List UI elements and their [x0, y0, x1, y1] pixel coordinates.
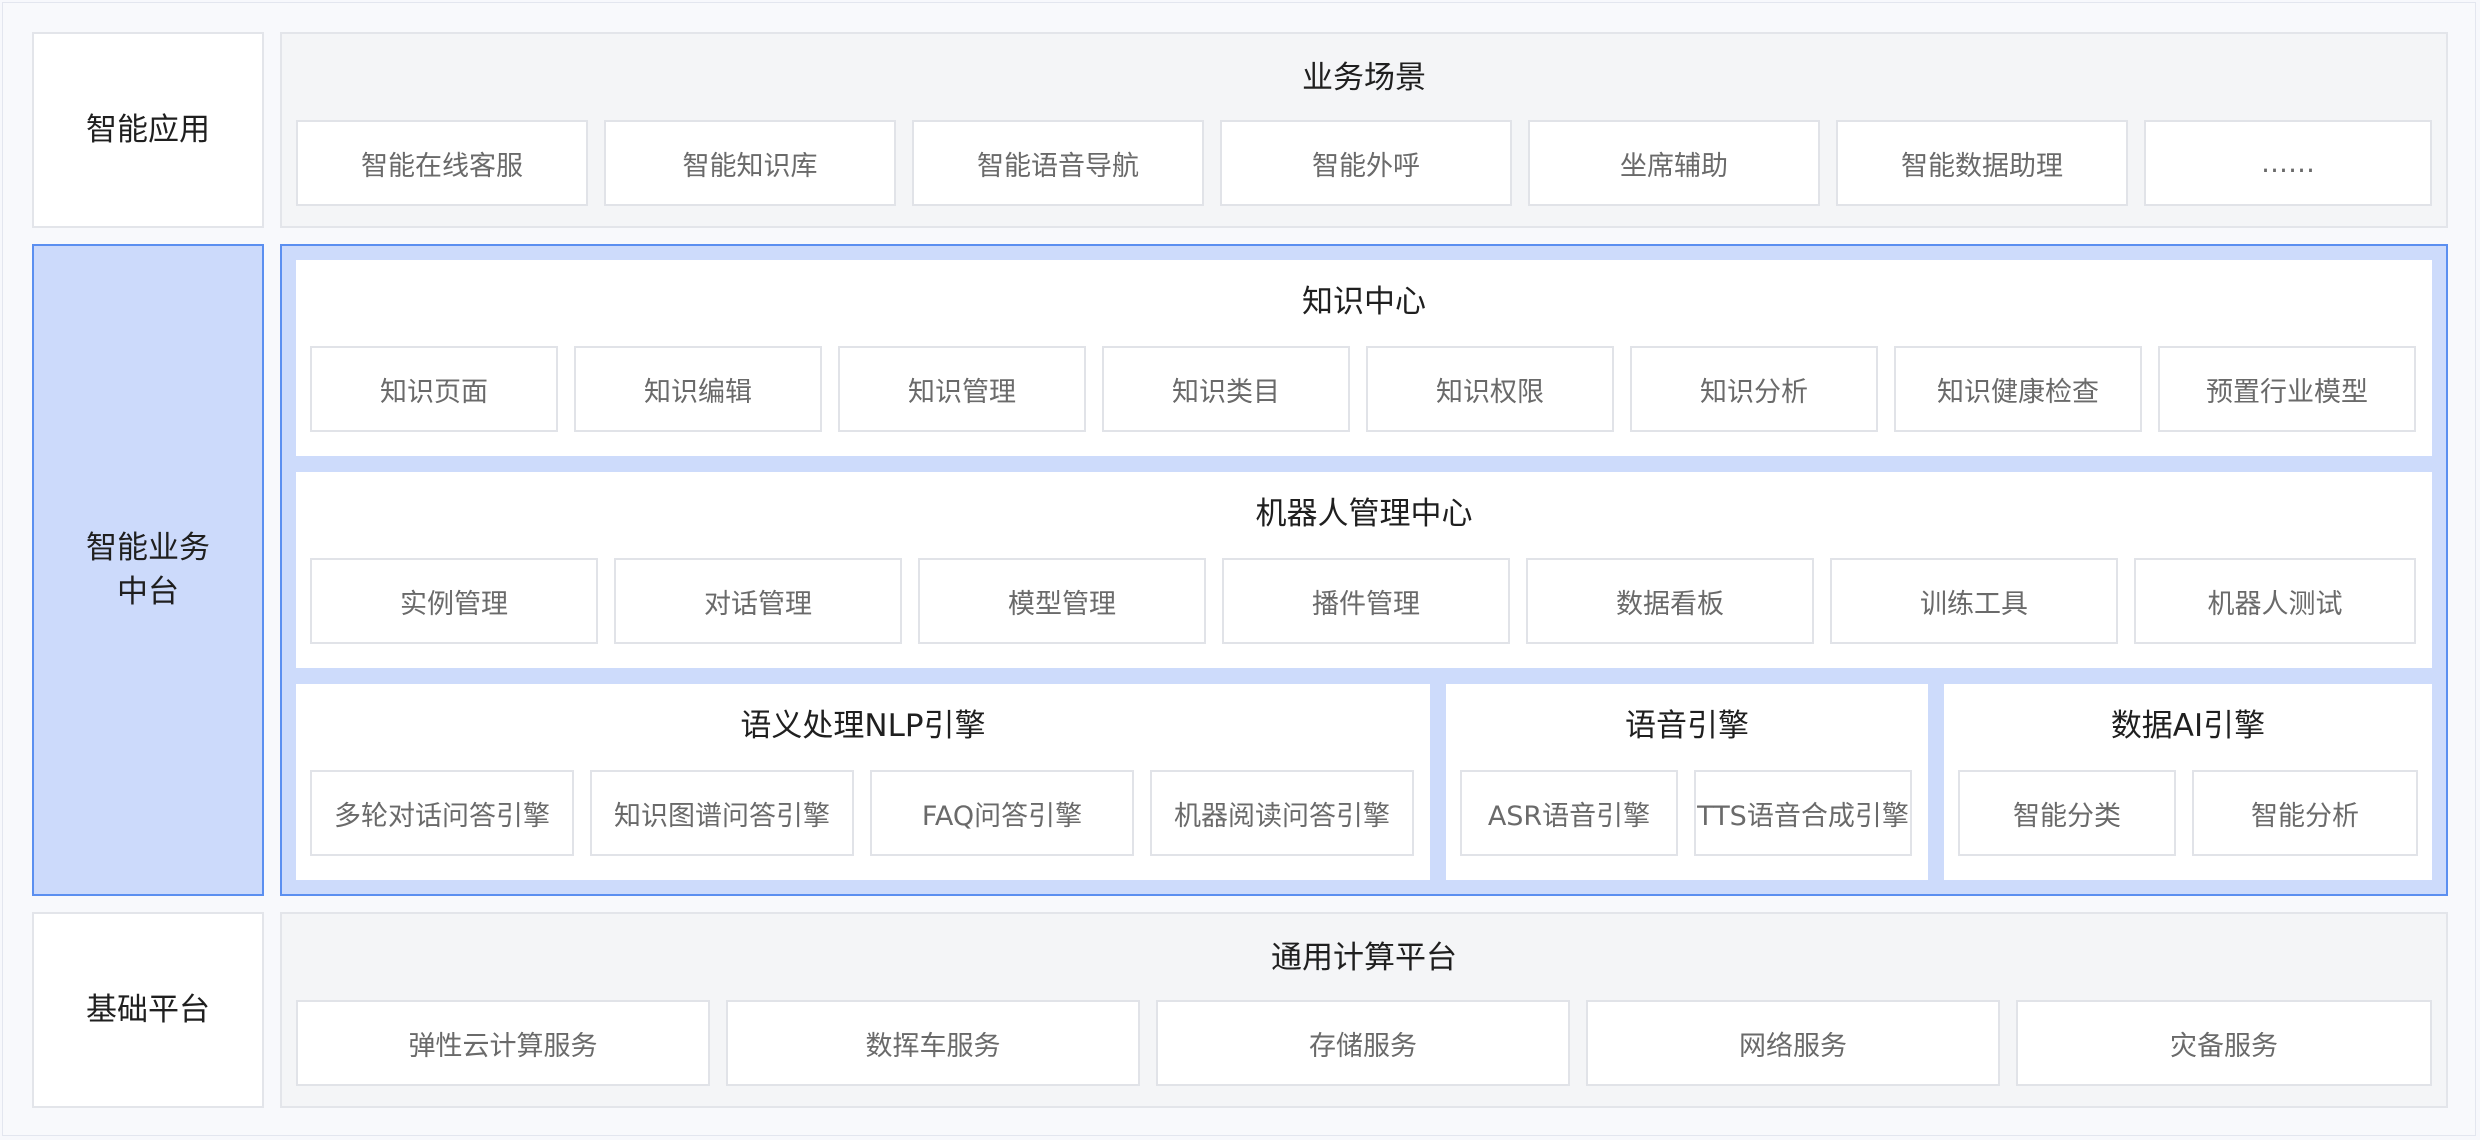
app-item: 智能知识库	[604, 120, 896, 206]
layer-label-middle: 智能业务 中台	[32, 244, 264, 896]
app-item: 坐席辅助	[1528, 120, 1820, 206]
robot-item: 模型管理	[918, 558, 1206, 644]
data-ai-engine-panel: 数据AI引擎 智能分类 智能分析	[1944, 684, 2432, 880]
app-title: 业务场景	[1302, 60, 1426, 96]
base-title: 通用计算平台	[1271, 940, 1457, 976]
robot-item: 播件管理	[1222, 558, 1510, 644]
knowledge-item: 知识健康检查	[1894, 346, 2142, 432]
robot-title: 机器人管理中心	[1255, 496, 1473, 532]
knowledge-center-panel: 知识中心 知识页面 知识编辑 知识管理 知识类目 知识权限 知识分析 知识健康检…	[296, 260, 2432, 456]
robot-item: 实例管理	[310, 558, 598, 644]
knowledge-item: 知识管理	[838, 346, 1086, 432]
voice-engine-panel: 语音引擎 ASR语音引擎 TTS语音合成引擎	[1446, 684, 1928, 880]
app-item: 智能语音导航	[912, 120, 1204, 206]
knowledge-item: 知识编辑	[574, 346, 822, 432]
data-ai-item: 智能分类	[1958, 770, 2176, 856]
nlp-item: 多轮对话问答引擎	[310, 770, 574, 856]
voice-title: 语音引擎	[1625, 708, 1749, 744]
knowledge-item: 知识分析	[1630, 346, 1878, 432]
nlp-item: FAQ问答引擎	[870, 770, 1134, 856]
nlp-item: 知识图谱问答引擎	[590, 770, 854, 856]
knowledge-title: 知识中心	[1302, 284, 1426, 320]
layer-label-app: 智能应用	[32, 32, 264, 228]
nlp-title: 语义处理NLP引擎	[740, 708, 986, 744]
app-panel: 业务场景 智能在线客服 智能知识库 智能语音导航 智能外呼 坐席辅助 智能数据助…	[280, 32, 2448, 228]
base-item: 网络服务	[1586, 1000, 2000, 1086]
middle-panel: 知识中心 知识页面 知识编辑 知识管理 知识类目 知识权限 知识分析 知识健康检…	[280, 244, 2448, 896]
layer-label-base: 基础平台	[32, 912, 264, 1108]
nlp-engine-panel: 语义处理NLP引擎 多轮对话问答引擎 知识图谱问答引擎 FAQ问答引擎 机器阅读…	[296, 684, 1430, 880]
voice-item: TTS语音合成引擎	[1694, 770, 1912, 856]
robot-center-panel: 机器人管理中心 实例管理 对话管理 模型管理 播件管理 数据看板 训练工具 机器…	[296, 472, 2432, 668]
voice-item: ASR语音引擎	[1460, 770, 1678, 856]
knowledge-item: 知识类目	[1102, 346, 1350, 432]
nlp-item: 机器阅读问答引擎	[1150, 770, 1414, 856]
app-item: 智能数据助理	[1836, 120, 2128, 206]
base-item: 弹性云计算服务	[296, 1000, 710, 1086]
app-item: 智能外呼	[1220, 120, 1512, 206]
base-item: 灾备服务	[2016, 1000, 2432, 1086]
data-ai-item: 智能分析	[2192, 770, 2418, 856]
data-ai-title: 数据AI引擎	[2110, 708, 2266, 744]
knowledge-item: 预置行业模型	[2158, 346, 2416, 432]
knowledge-item: 知识权限	[1366, 346, 1614, 432]
app-item: 智能在线客服	[296, 120, 588, 206]
app-item-more: ……	[2144, 120, 2432, 206]
knowledge-item: 知识页面	[310, 346, 558, 432]
base-panel: 通用计算平台 弹性云计算服务 数挥车服务 存储服务 网络服务 灾备服务	[280, 912, 2448, 1108]
base-item: 数挥车服务	[726, 1000, 1140, 1086]
robot-item: 训练工具	[1830, 558, 2118, 644]
robot-item: 机器人测试	[2134, 558, 2416, 644]
base-item: 存储服务	[1156, 1000, 1570, 1086]
robot-item: 数据看板	[1526, 558, 1814, 644]
robot-item: 对话管理	[614, 558, 902, 644]
